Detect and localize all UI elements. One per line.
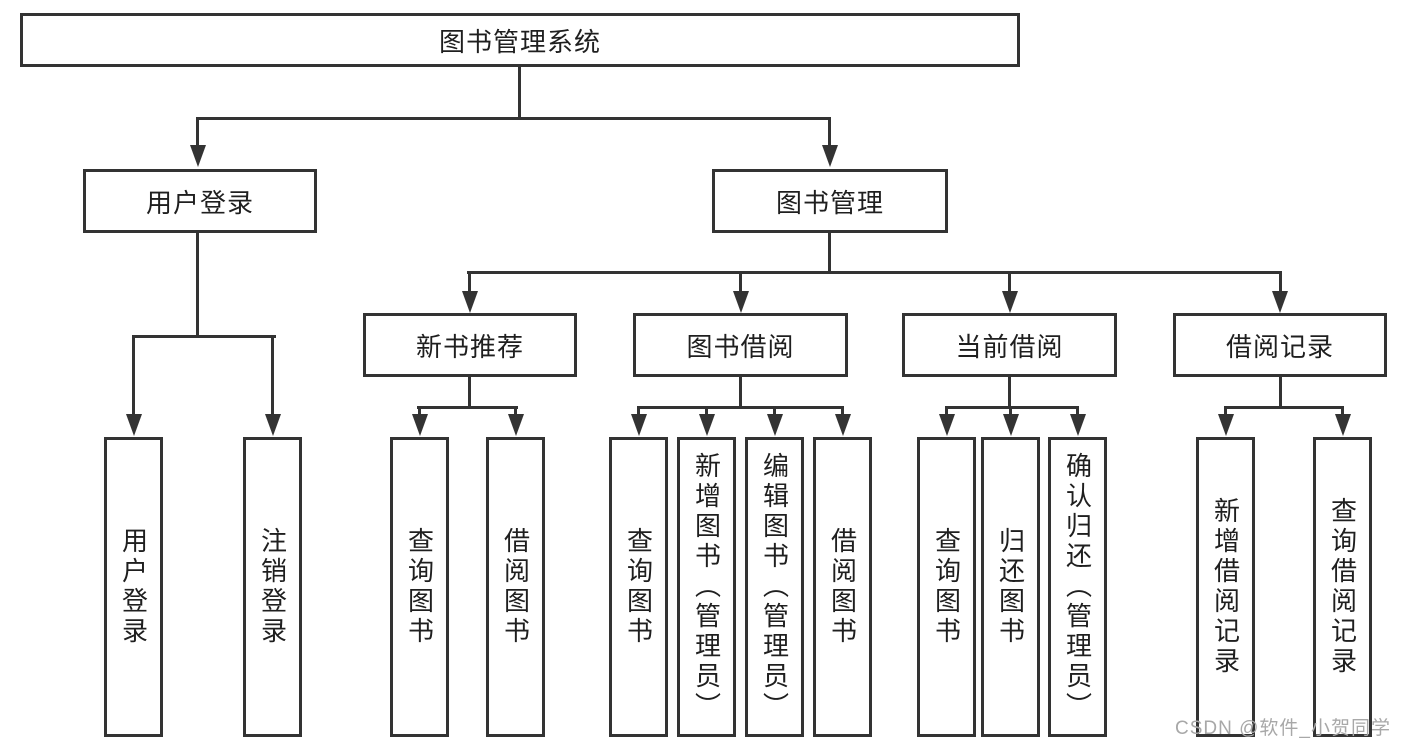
connector-vline	[828, 233, 831, 274]
arrowhead-icon	[1335, 414, 1351, 436]
connector-vline	[196, 117, 199, 147]
connector-vline	[739, 271, 742, 293]
leaf-label: 确认归还（管理员）	[1062, 452, 1093, 722]
connector-vline	[705, 406, 708, 416]
arrowhead-icon	[1070, 414, 1086, 436]
connector-vline	[196, 233, 199, 337]
arrowhead-icon	[733, 291, 749, 313]
leaf-label: 借阅图书	[827, 527, 858, 647]
connector-hline	[637, 406, 844, 409]
leaf-add-book-admin: 新增图书（管理员）	[677, 437, 736, 737]
node-label: 借阅记录	[1225, 331, 1334, 362]
leaf-label: 借阅图书	[500, 527, 531, 647]
connector-vline	[945, 406, 948, 416]
leaf-label: 用户登录	[118, 527, 149, 647]
leaf-label: 注销登录	[257, 527, 288, 647]
connector-vline	[1076, 406, 1079, 416]
node-book-management: 图书管理	[712, 169, 948, 233]
node-label: 图书管理	[775, 187, 884, 218]
connector-vline	[739, 377, 742, 408]
arrowhead-icon	[835, 414, 851, 436]
connector-hline	[417, 406, 518, 409]
arrowhead-icon	[939, 414, 955, 436]
leaf-label: 查询借阅记录	[1327, 497, 1358, 677]
connector-hline	[196, 117, 831, 120]
arrowhead-icon	[265, 414, 281, 436]
leaf-add-borrow-record: 新增借阅记录	[1196, 437, 1255, 737]
leaf-query-borrow-record: 查询借阅记录	[1313, 437, 1372, 737]
arrowhead-icon	[1002, 291, 1018, 313]
leaf-label: 归还图书	[995, 527, 1026, 647]
leaf-label: 查询图书	[623, 527, 654, 647]
leaf-borrow-books-recommend: 借阅图书	[486, 437, 545, 737]
leaf-edit-book-admin: 编辑图书（管理员）	[745, 437, 804, 737]
leaf-query-books-recommend: 查询图书	[390, 437, 449, 737]
connector-vline	[841, 406, 844, 416]
connector-vline	[1224, 406, 1227, 416]
node-user-login: 用户登录	[83, 169, 317, 233]
watermark: CSDN @软件_小贺同学	[1175, 718, 1391, 739]
arrowhead-icon	[1272, 291, 1288, 313]
arrowhead-icon	[1003, 414, 1019, 436]
connector-vline	[637, 406, 640, 416]
leaf-user-login: 用户登录	[104, 437, 163, 737]
leaf-label: 新增图书（管理员）	[691, 452, 722, 722]
connector-vline	[828, 117, 831, 147]
leaf-query-books-borrowing: 查询图书	[609, 437, 668, 737]
node-book-borrowing: 图书借阅	[633, 313, 848, 377]
connector-vline	[1009, 406, 1012, 416]
connector-vline	[1279, 271, 1282, 293]
connector-vline	[468, 271, 471, 293]
arrowhead-icon	[508, 414, 524, 436]
connector-hline	[132, 335, 276, 338]
arrowhead-icon	[1218, 414, 1234, 436]
connector-vline	[1008, 377, 1011, 408]
arrowhead-icon	[699, 414, 715, 436]
node-library-management-system: 图书管理系统	[20, 13, 1020, 67]
node-label: 当前借阅	[955, 331, 1064, 362]
arrowhead-icon	[190, 145, 206, 167]
arrowhead-icon	[126, 414, 142, 436]
arrowhead-icon	[462, 291, 478, 313]
arrowhead-icon	[412, 414, 428, 436]
leaf-query-books-current: 查询图书	[917, 437, 976, 737]
leaf-logout: 注销登录	[243, 437, 302, 737]
leaf-label: 编辑图书（管理员）	[759, 452, 790, 722]
node-label: 新书推荐	[415, 331, 524, 362]
connector-vline	[418, 406, 421, 416]
leaf-label: 新增借阅记录	[1210, 497, 1241, 677]
leaf-confirm-return-admin: 确认归还（管理员）	[1048, 437, 1107, 737]
arrowhead-icon	[631, 414, 647, 436]
connector-vline	[1341, 406, 1344, 416]
leaf-label: 查询图书	[931, 527, 962, 647]
node-label: 图书管理系统	[438, 26, 601, 57]
connector-vline	[1008, 271, 1011, 293]
node-current-borrowing: 当前借阅	[902, 313, 1117, 377]
leaf-label: 查询图书	[404, 527, 435, 647]
connector-vline	[468, 377, 471, 408]
connector-vline	[773, 406, 776, 416]
arrowhead-icon	[822, 145, 838, 167]
arrowhead-icon	[767, 414, 783, 436]
connector-hline	[945, 406, 1079, 409]
connector-vline	[132, 335, 135, 415]
leaf-return-books: 归还图书	[981, 437, 1040, 737]
connector-hline	[467, 271, 1282, 274]
connector-vline	[518, 67, 521, 117]
node-new-book-recommendation: 新书推荐	[363, 313, 577, 377]
connector-hline	[1224, 406, 1344, 409]
node-label: 图书借阅	[686, 331, 795, 362]
node-label: 用户登录	[145, 187, 254, 218]
connector-vline	[1279, 377, 1282, 408]
connector-vline	[271, 335, 274, 415]
node-borrowing-records: 借阅记录	[1173, 313, 1387, 377]
connector-vline	[514, 406, 517, 416]
leaf-borrow-books: 借阅图书	[813, 437, 872, 737]
